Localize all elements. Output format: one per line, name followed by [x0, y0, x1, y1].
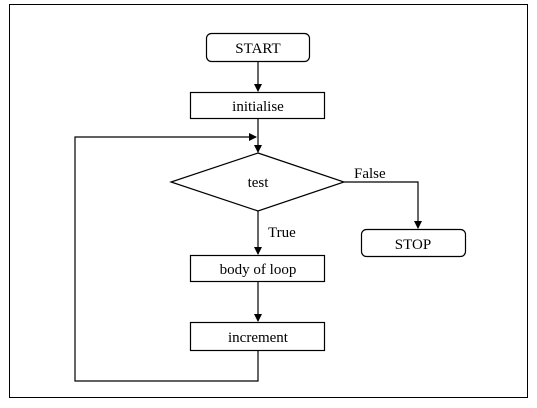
stop-node: STOP — [360, 228, 467, 258]
start-label: START — [235, 41, 280, 57]
initialise-label: initialise — [232, 99, 284, 115]
stop-label: STOP — [395, 237, 431, 253]
increment-label: increment — [228, 330, 289, 346]
false-branch-arrow — [344, 181, 422, 229]
start-node: START — [205, 32, 311, 63]
initialise-node: initialise — [189, 91, 326, 120]
body-of-loop-label: body of loop — [220, 262, 297, 278]
test-label: test — [248, 175, 270, 191]
loop-back-arrow — [74, 133, 259, 382]
test-decision-node: test — [169, 152, 346, 212]
body-of-loop-node: body of loop — [189, 254, 326, 283]
false-label: False — [354, 166, 386, 182]
true-label: True — [268, 225, 296, 241]
diagram-frame — [9, 4, 528, 398]
increment-node: increment — [189, 321, 326, 352]
